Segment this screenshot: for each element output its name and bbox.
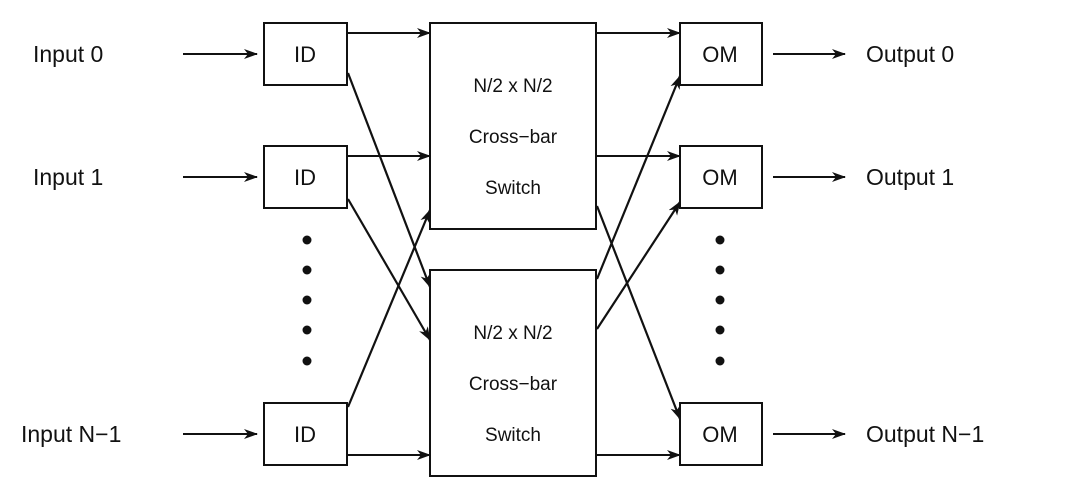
id-module-label: ID — [294, 42, 316, 67]
crossbar-switch-label: Switch — [485, 178, 541, 199]
crossbar-switch-upper: N/2 x N/2 Cross−bar Switch — [429, 22, 597, 230]
input-label-0: Input 0 — [33, 41, 103, 67]
link-idn-1-xbar-upper — [346, 209, 432, 408]
om-module-n-1: OM — [679, 402, 763, 466]
output-label-1: Output 1 — [866, 164, 954, 190]
output-label-n-1: Output N−1 — [866, 421, 984, 447]
link-xbar-lower-om0 — [595, 75, 682, 280]
link-xbar-upper-omn-1 — [595, 205, 682, 420]
id-module-n-1: ID — [263, 402, 348, 466]
output-ellipsis-dots — [715, 235, 725, 366]
id-module-label: ID — [294, 165, 316, 190]
crossbar-to-om-links — [595, 28, 682, 460]
input-label-n-1: Input N−1 — [21, 421, 121, 447]
om-module-label: OM — [702, 165, 737, 190]
crossbar-type-label: Cross−bar — [469, 374, 558, 395]
link-xbar-lower-om1 — [596, 201, 681, 330]
crossbar-size-label: N/2 x N/2 — [473, 323, 552, 344]
id-module-1: ID — [263, 145, 348, 209]
om-module-1: OM — [679, 145, 763, 209]
om-module-label: OM — [702, 422, 737, 447]
id-module-0: ID — [263, 22, 348, 86]
id-to-crossbar-links — [346, 28, 432, 460]
link-id1-xbar-lower — [347, 198, 431, 341]
id-module-label: ID — [294, 422, 316, 447]
input-label-1: Input 1 — [33, 164, 103, 190]
om-module-label: OM — [702, 42, 737, 67]
om-module-0: OM — [679, 22, 763, 86]
crossbar-size-label: N/2 x N/2 — [473, 76, 552, 97]
input-ellipsis-dots — [302, 235, 312, 366]
crossbar-type-label: Cross−bar — [469, 127, 558, 148]
output-label-0: Output 0 — [866, 41, 954, 67]
crossbar-switch-lower: N/2 x N/2 Cross−bar Switch — [429, 269, 597, 477]
link-id0-xbar-lower — [346, 72, 432, 288]
crossbar-switch-label: Switch — [485, 425, 541, 446]
